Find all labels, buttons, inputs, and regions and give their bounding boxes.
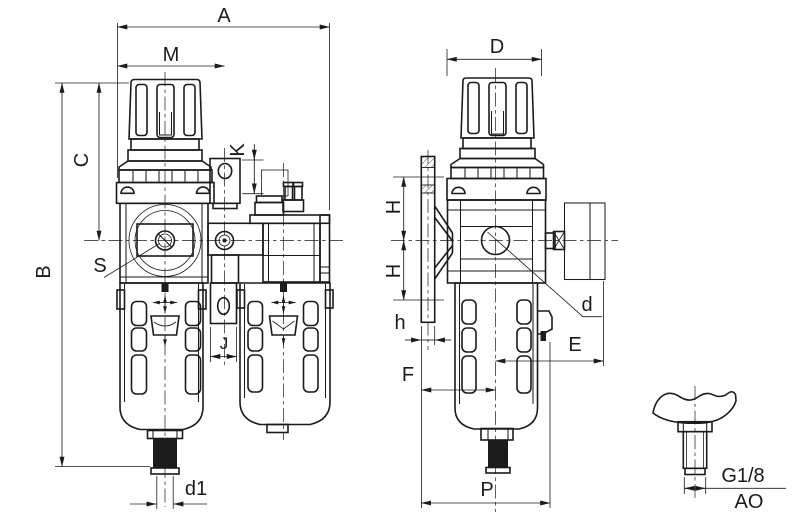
dim-label-H-lower: H — [383, 264, 405, 278]
filter-bowl — [116, 282, 207, 475]
regulator-body — [119, 202, 209, 284]
dim-label-J: J — [220, 334, 229, 353]
dim-label-M: M — [163, 44, 180, 66]
lubricator-bowl — [236, 282, 334, 434]
oil-fill-plug — [282, 181, 305, 213]
side-bowl-slots — [461, 299, 532, 394]
dim-label-K: K — [227, 143, 249, 157]
side-castellations — [464, 168, 531, 178]
front-view-centerlines — [84, 72, 344, 507]
dim-label-thread-size: G1/8 — [721, 465, 764, 487]
dim-label-H-upper: H — [383, 200, 405, 214]
dim-label-D: D — [490, 36, 504, 58]
dim-label-B: B — [33, 265, 55, 278]
filter-bowl-slots — [130, 300, 202, 395]
side-body — [446, 199, 602, 318]
thread-stud — [677, 420, 713, 476]
side-view: D H H h d E F P — [383, 36, 618, 512]
connecting-bar — [207, 222, 264, 284]
dim-label-F: F — [402, 364, 414, 386]
dim-label-port-designation: AO — [735, 491, 764, 513]
front-view: A M C B K S J d1 — [33, 5, 344, 509]
side-knob — [446, 77, 547, 201]
mounting-bracket — [420, 155, 454, 324]
filter-element-symbol — [150, 283, 180, 347]
mounting-ear-lower — [209, 282, 238, 325]
side-bowl — [454, 282, 553, 474]
dim-label-C: C — [71, 153, 93, 167]
adjust-screw — [154, 230, 176, 251]
bonnet-castellations — [132, 171, 199, 182]
drain-valve — [146, 429, 184, 475]
dim-label-h: h — [394, 312, 405, 334]
lubricator-bowl-slots — [247, 300, 319, 393]
dim-label-S: S — [93, 255, 106, 277]
dim-label-d1: d1 — [185, 478, 207, 500]
wick-symbol — [268, 283, 299, 346]
mounting-ear-upper — [209, 157, 241, 210]
pressure-gauge — [544, 202, 606, 281]
thread-detail: G1/8 AO — [652, 386, 786, 513]
dim-label-E: E — [568, 334, 581, 356]
thread-dimension: G1/8 AO — [683, 465, 786, 513]
front-view-dimensions: A M C B K S J d1 — [33, 5, 330, 509]
lubricator-head — [249, 169, 331, 283]
side-drain-valve — [480, 427, 514, 474]
inlet-port-circle — [480, 225, 511, 256]
side-view-centerlines — [391, 68, 618, 512]
side-view-dimensions: D H H h d E F P — [383, 36, 604, 508]
bowl-latch — [537, 310, 553, 341]
body-break-section — [652, 390, 737, 424]
dim-label-d: d — [581, 294, 592, 316]
dim-label-P: P — [480, 479, 493, 501]
dim-label-A: A — [217, 5, 231, 27]
